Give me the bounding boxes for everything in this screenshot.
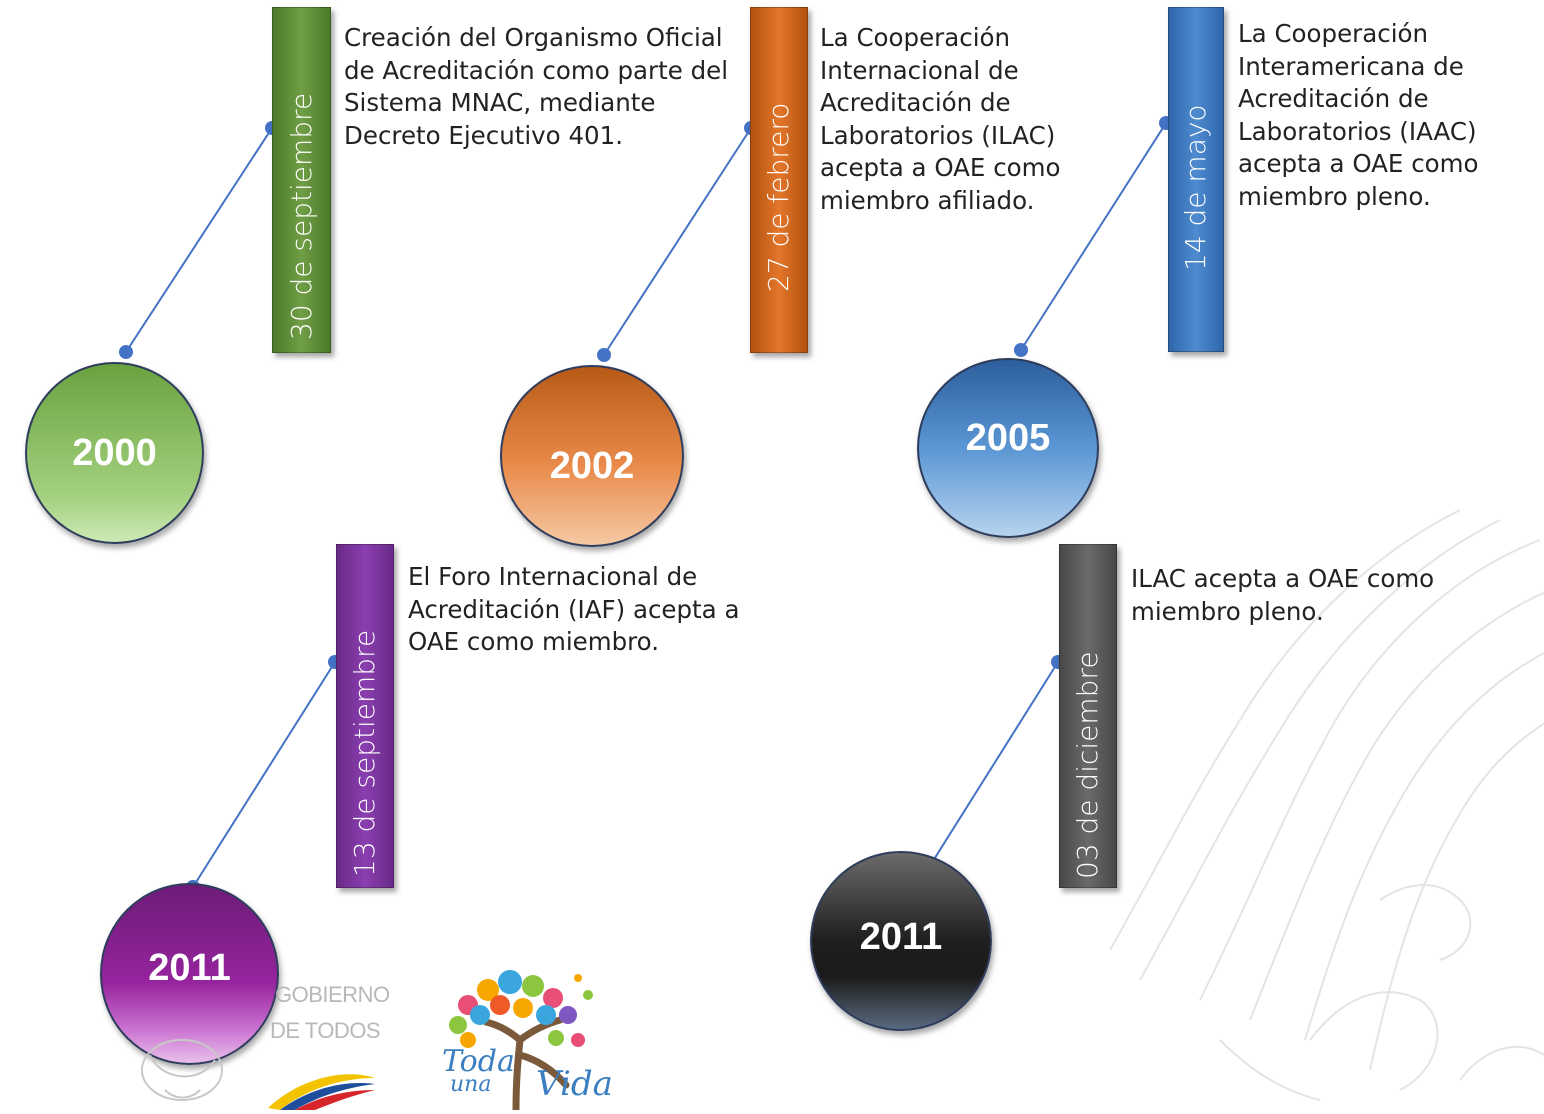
year-label: 2011 [148,946,231,989]
event-description: Creación del Organismo Oficial de Acredi… [344,23,729,150]
connector-2011-september-line [192,661,336,888]
year-circle-2011-september: 2011 [100,883,279,1065]
date-bar-2011-december: 03 de diciembre [1059,544,1117,888]
gobierno-line1: GOBIERNO [275,982,390,1007]
gobierno-line2: DE TODOS [270,1018,381,1043]
year-circle-2011-december: 2011 [810,851,992,1031]
date-bar-2005: 14 de mayo [1168,7,1224,352]
tree-word3: Vida [536,1064,613,1104]
date-label: 13 de septiembre [348,629,381,877]
year-label: 2002 [549,444,635,487]
date-label: 27 de febrero [762,102,795,292]
event-description: La Cooperación Internacional de Acredita… [820,23,1061,215]
coat-of-arms-icon [141,1039,375,1110]
connector-2002-start-dot [597,348,611,362]
connector-2005-start-dot [1014,343,1028,357]
date-label: 03 de diciembre [1071,651,1104,879]
date-bar-2000: 30 de septiembre [272,7,331,353]
connector-2000-line [125,127,273,353]
tree-icon [449,970,593,1114]
year-label: 2005 [965,416,1051,459]
date-bar-2002: 27 de febrero [750,7,808,353]
year-label: 2000 [72,431,157,474]
event-description: La Cooperación Interamericana de Acredit… [1238,19,1479,211]
connector-2005-line [1020,122,1167,351]
connector-2000-start-dot [119,345,133,359]
event-description: El Foro Internacional de Acreditación (I… [408,562,740,656]
eagle-watermark [1109,509,1544,1101]
tree-word2: una [450,1072,492,1097]
year-label: 2011 [859,915,943,958]
connector-2002-line [603,127,752,356]
year-circle-2002: 2002 [500,365,684,547]
year-circle-2005: 2005 [917,358,1099,538]
date-label: 14 de mayo [1179,104,1212,271]
toda-una-vida-logo: Toda una Vida [438,960,613,1114]
tree-word1: Toda [442,1044,515,1079]
date-bar-2011-september: 13 de septiembre [336,544,394,888]
year-circle-2000: 2000 [25,362,204,544]
event-description: ILAC acepta a OAE como miembro pleno. [1131,564,1435,626]
gobierno-de-todos-logo: GOBIERNO DE TODOS [130,960,390,1110]
date-label: 30 de septiembre [284,92,318,340]
